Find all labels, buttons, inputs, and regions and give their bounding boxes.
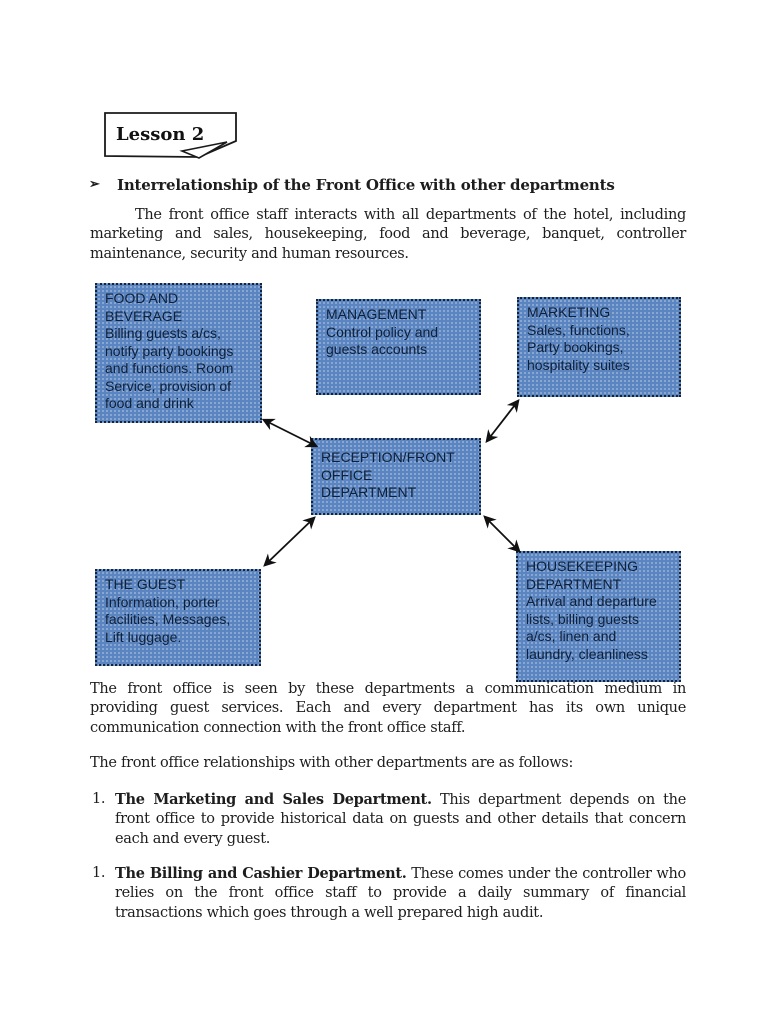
box-title: MARKETING: [527, 304, 611, 320]
list-item-text: The Billing and Cashier Department. Thes…: [115, 864, 686, 923]
arrow-food-beverage-reception: [261, 418, 319, 448]
diagram-box-marketing: MARKETING Sales, functions, Party bookin…: [517, 297, 681, 397]
lesson-label: Lesson 2: [116, 124, 204, 145]
box-title: HOUSEKEEPING DEPARTMENT: [526, 558, 639, 592]
diagram-box-management: MANAGEMENT Control policy and guests acc…: [316, 299, 481, 395]
box-title: RECEPTION/FRONT OFFICE DEPARTMENT: [321, 449, 455, 500]
box-body: Arrival and departure lists, billing gue…: [526, 593, 657, 662]
diagram-box-reception-front-office: RECEPTION/FRONT OFFICE DEPARTMENT: [311, 438, 481, 515]
box-title: FOOD AND BEVERAGE: [105, 290, 183, 324]
diagram-box-food-and-beverage: FOOD AND BEVERAGE Billing guests a/cs, n…: [95, 283, 262, 423]
tab-fold-corner: [179, 141, 228, 159]
box-body: Information, porter facilities, Messages…: [105, 593, 231, 645]
list-item-marketing-sales: 1. The Marketing and Sales Department. T…: [90, 790, 686, 849]
intro-paragraph: The front office staff interacts with al…: [90, 207, 686, 262]
relationships-lead-line: The front office relationships with othe…: [90, 755, 574, 771]
box-body: Sales, functions, Party bookings, hospit…: [527, 321, 630, 373]
heading-text: Interrelationship of the Front Office wi…: [117, 176, 615, 194]
list-item-lead: The Marketing and Sales Department.: [115, 791, 432, 808]
box-title: MANAGEMENT: [326, 306, 427, 322]
list-item-text: The Marketing and Sales Department. This…: [115, 790, 686, 849]
arrow-housekeeping-reception: [483, 515, 521, 553]
diagram-box-housekeeping: HOUSEKEEPING DEPARTMENT Arrival and depa…: [516, 551, 681, 682]
box-body: Control policy and guests accounts: [326, 323, 439, 358]
list-item-billing-cashier: 1. The Billing and Cashier Department. T…: [90, 864, 686, 923]
section-heading: ➢ Interrelationship of the Front Office …: [89, 176, 689, 194]
arrow-marketing-reception: [485, 399, 520, 443]
list-item-rest: This department depends on the front off…: [115, 792, 686, 847]
list-number: 1.: [92, 865, 106, 881]
lesson-tab: Lesson 2: [104, 112, 237, 159]
arrow-guest-reception: [263, 516, 316, 567]
box-body: Billing guests a/cs, notify party bookin…: [105, 325, 234, 411]
heading-arrow-bullet-icon: ➢: [89, 177, 100, 192]
list-item-lead: The Billing and Cashier Department.: [115, 865, 407, 882]
diagram-box-the-guest: THE GUEST Information, porter facilities…: [95, 569, 261, 666]
communication-paragraph: The front office is seen by these depart…: [90, 681, 686, 736]
list-item-rest: These comes under the controller who rel…: [115, 866, 686, 921]
list-number: 1.: [92, 791, 106, 807]
box-title: THE GUEST: [105, 576, 186, 592]
